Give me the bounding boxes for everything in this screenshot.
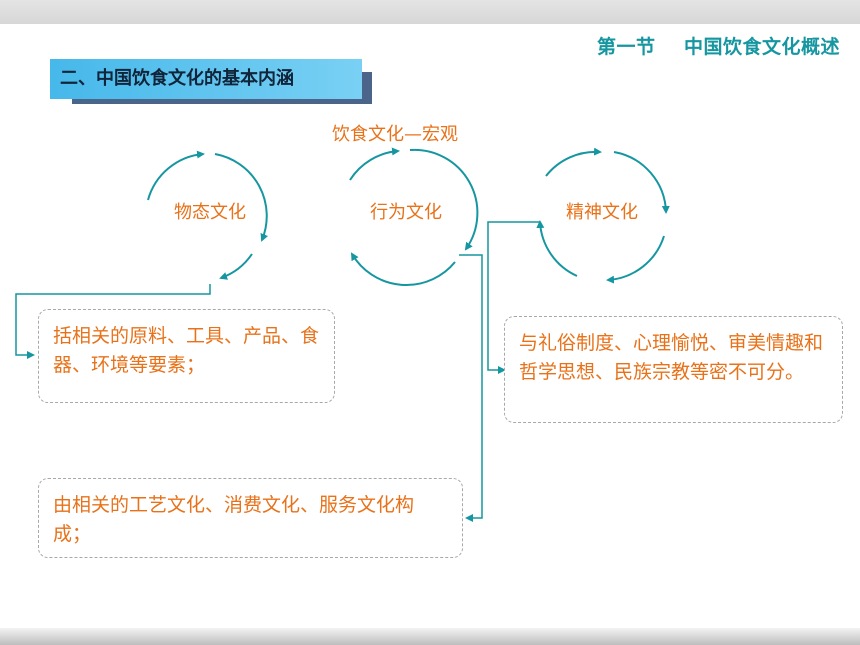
circle-label-material-culture: 物态文化 (174, 202, 246, 223)
page-title: 第一节 中国饮食文化概述 (597, 36, 840, 58)
diagram-subtitle: 饮食文化—宏观 (332, 124, 458, 145)
bottom-bar (0, 628, 860, 645)
connector-lines (15, 221, 540, 522)
circle-label-spiritual-culture: 精神文化 (566, 202, 638, 223)
cycle-arrows-1 (147, 150, 268, 280)
cycle-arrows-2 (349, 147, 479, 287)
cycle-arrows-3 (536, 147, 670, 284)
section-label: 二、中国饮食文化的基本内涵 (50, 59, 362, 99)
top-bar (0, 0, 860, 24)
circle-label-behavior-culture: 行为文化 (370, 202, 442, 223)
info-box-behavior: 由相关的工艺文化、消费文化、服务文化构成； (38, 478, 463, 558)
info-box-material: 括相关的原料、工具、产品、食器、环境等要素； (38, 309, 335, 403)
info-box-spiritual: 与礼俗制度、心理愉悦、审美情趣和哲学思想、民族宗教等密不可分。 (504, 316, 843, 423)
